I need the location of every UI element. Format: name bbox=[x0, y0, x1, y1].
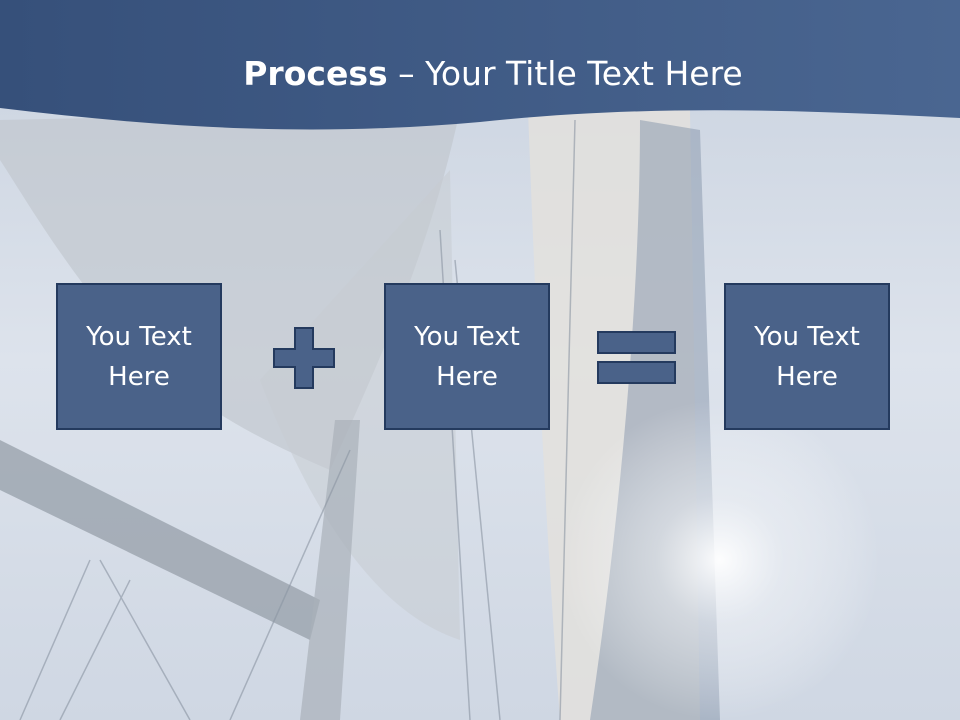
title-band bbox=[0, 0, 960, 130]
plus-icon bbox=[273, 327, 335, 389]
title-bold: Process bbox=[243, 54, 388, 93]
text-box-1[interactable]: You Text Here bbox=[56, 283, 222, 430]
title-rest: – Your Title Text Here bbox=[387, 54, 743, 93]
page-title: Process – Your Title Text Here bbox=[0, 52, 960, 96]
equals-icon bbox=[597, 331, 676, 384]
text-box-3[interactable]: You Text Here bbox=[724, 283, 890, 430]
text-box-1-label: You Text Here bbox=[86, 321, 192, 392]
text-box-2-label: You Text Here bbox=[414, 321, 520, 392]
text-box-2[interactable]: You Text Here bbox=[384, 283, 550, 430]
text-box-3-label: You Text Here bbox=[754, 321, 860, 392]
